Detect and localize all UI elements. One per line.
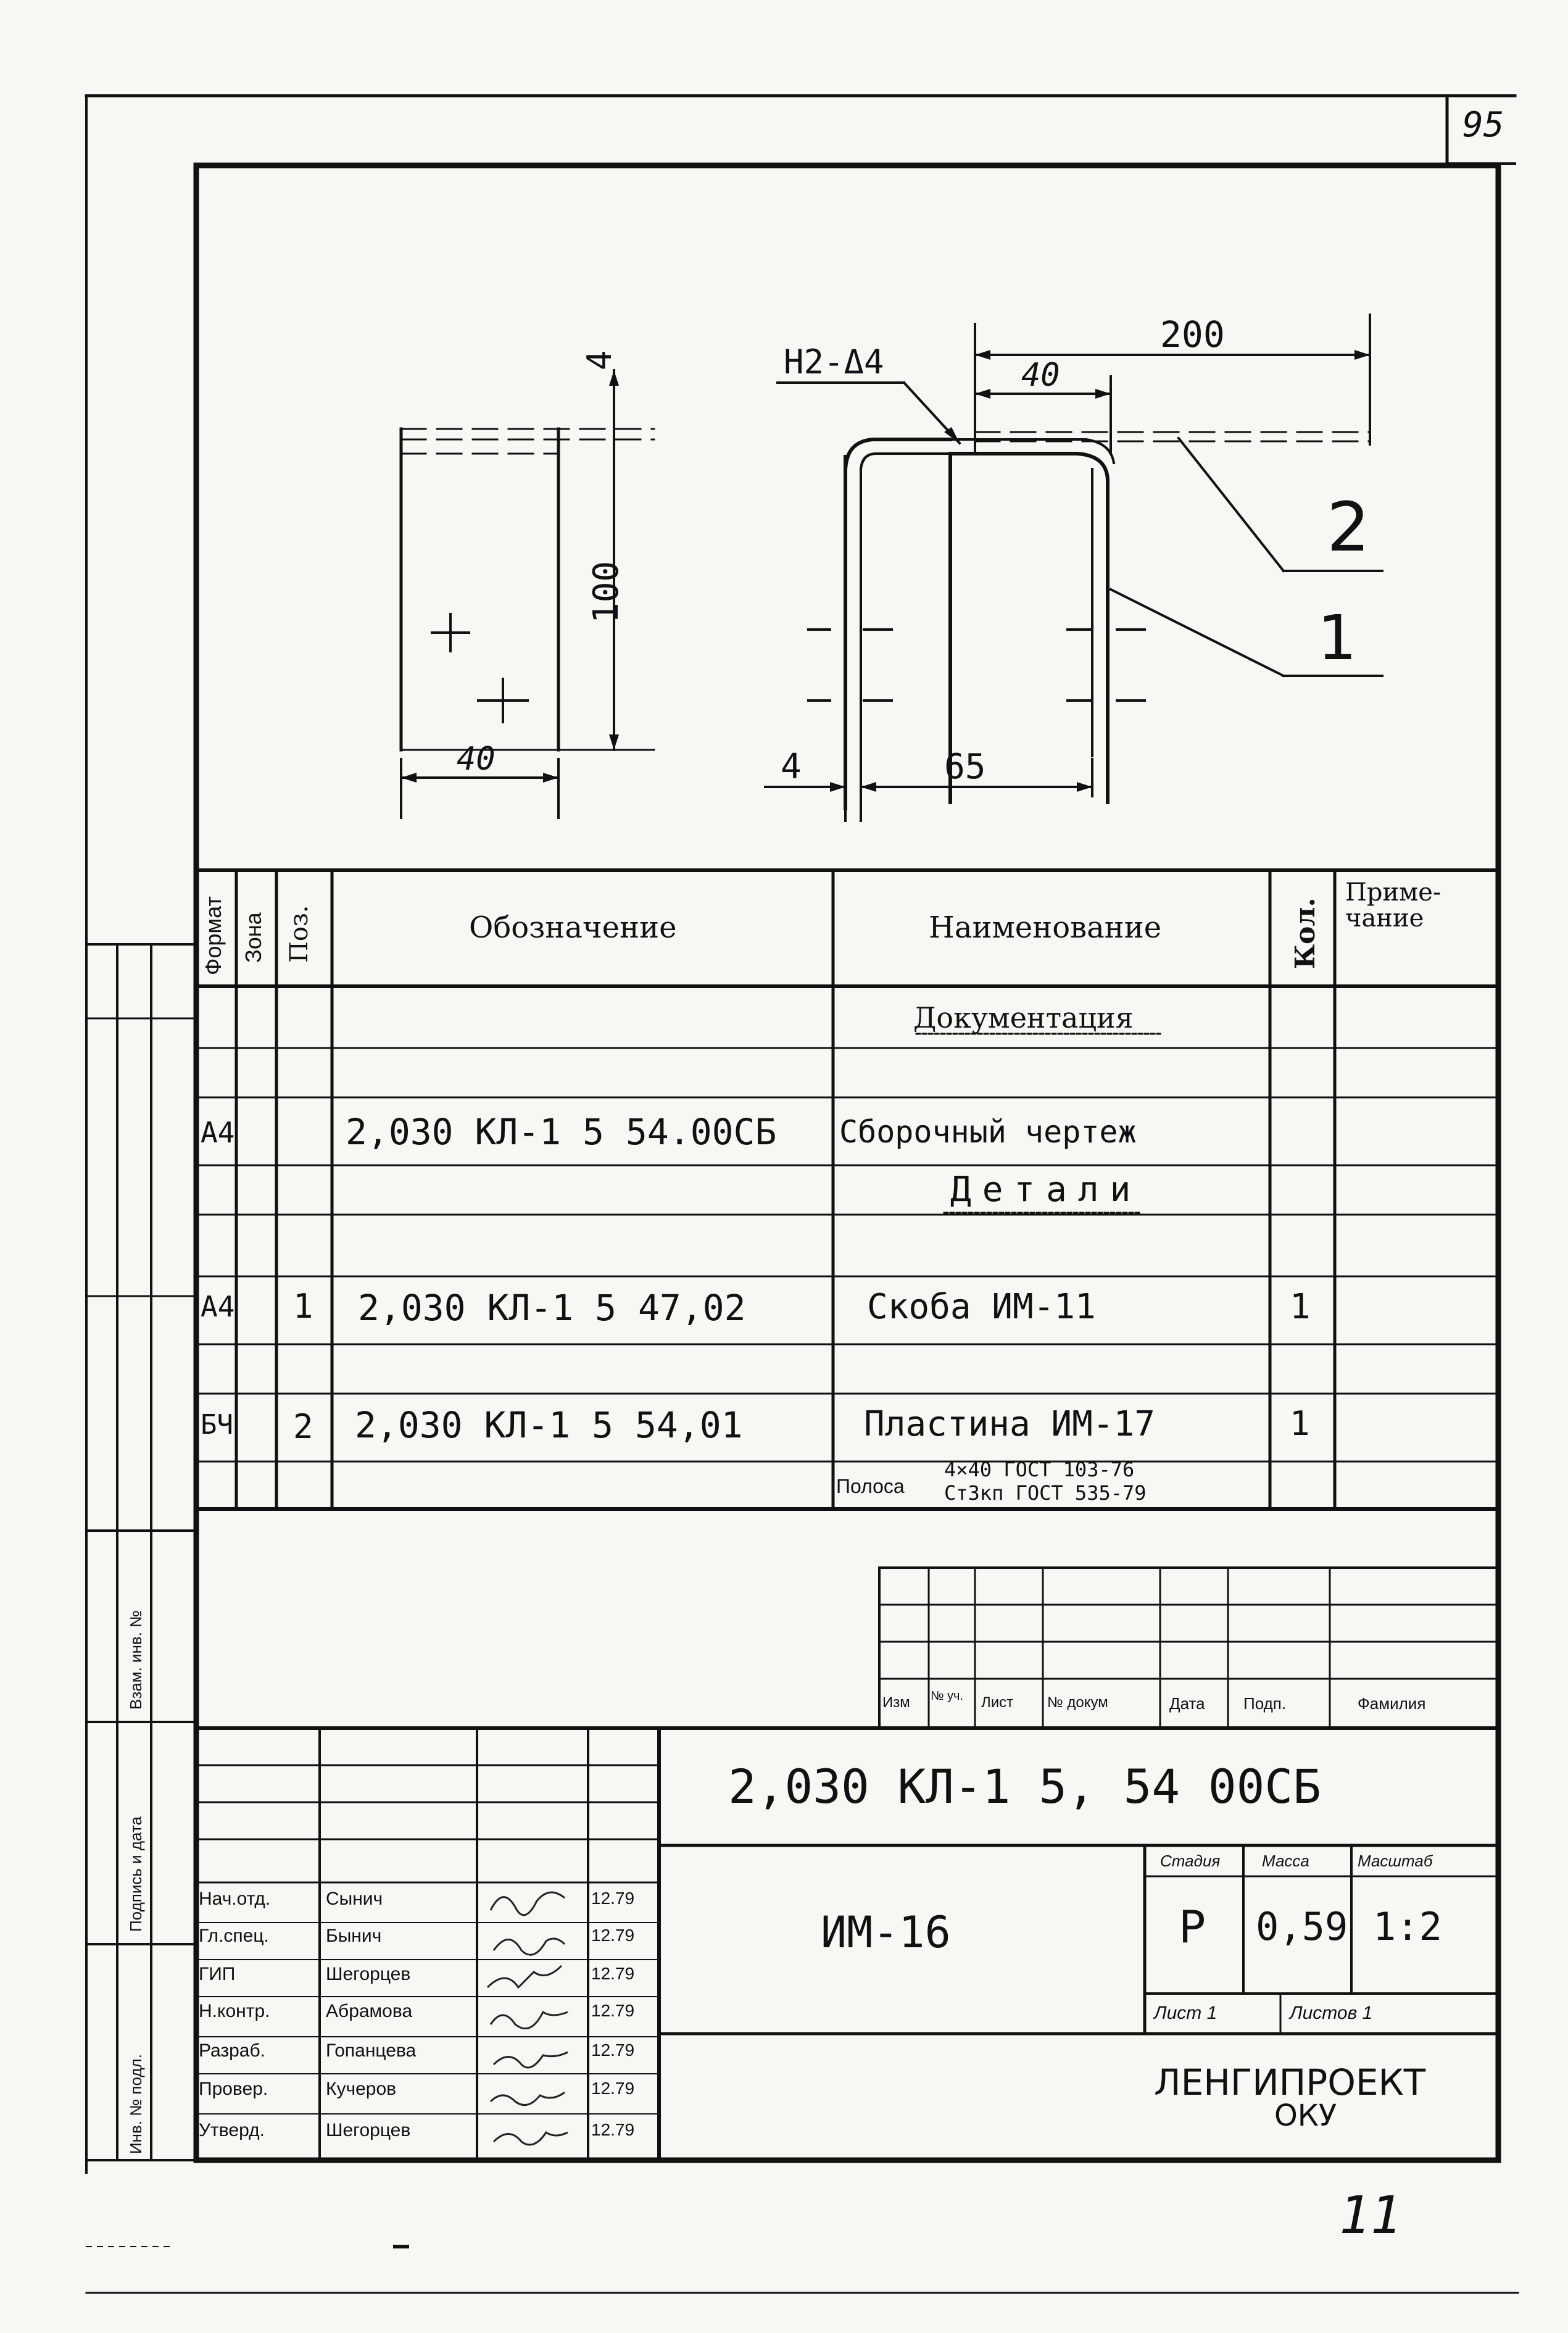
- signature-name: Абрамова: [326, 2001, 413, 2021]
- dim-bottom-thickness: 4: [781, 747, 802, 787]
- dim-top-length: 200: [1160, 314, 1225, 356]
- side-stamp-replace: Взам. инв. №: [127, 1610, 145, 1710]
- sheet-number: Лист 1: [1154, 2003, 1217, 2023]
- plate-side-view: [399, 369, 655, 819]
- scale-value: 1:2: [1373, 1904, 1442, 1949]
- scale-label: Масштаб: [1358, 1852, 1433, 1870]
- callout-1: 1: [1317, 602, 1357, 674]
- organization-name: ЛЕНГИПРОЕКТ: [1154, 2061, 1426, 2103]
- page-number: 95: [1462, 105, 1504, 145]
- dim-left-width: 40: [457, 741, 496, 778]
- bottom-handwritten-mark: 11: [1339, 2185, 1402, 2245]
- spec-row-name: Сборочный чертеж: [839, 1114, 1137, 1150]
- organization-dept: ОКУ: [1274, 2098, 1337, 2133]
- signature-name: Сынич: [326, 1889, 383, 1909]
- signature-name: Гопанцева: [326, 2040, 417, 2061]
- spec-row-name: Пластина ИМ-17: [864, 1404, 1156, 1444]
- side-stamp-inventory: Инв. № подл.: [127, 2054, 145, 2154]
- spec-header-note: Приме-чание: [1345, 878, 1441, 933]
- rev-header-n-uch: № уч.: [931, 1689, 963, 1703]
- signature-role: Утверд.: [199, 2120, 265, 2140]
- spec-row-qty: 1: [1290, 1404, 1310, 1443]
- spec-section-documentation: Документация: [913, 1001, 1134, 1034]
- spec-header-designation: Обозначение: [469, 910, 677, 945]
- spec-row-format: A4: [201, 1116, 235, 1149]
- rev-header-list: Лист: [981, 1694, 1014, 1711]
- spec-header-name: Наименование: [929, 910, 1162, 945]
- signature-role: Нач.отд.: [199, 1889, 271, 1909]
- signature-date: 12.79: [591, 2040, 635, 2060]
- signature-date: 12.79: [591, 1926, 635, 1945]
- signature-name: Шегорцев: [326, 1964, 411, 1984]
- spec-row-designation: 2,030 КЛ-1 5 54.00СБ: [346, 1111, 777, 1153]
- signature-date: 12.79: [591, 2120, 635, 2139]
- spec-row-designation: 2,030 КЛ-1 5 54,01: [355, 1404, 743, 1446]
- signature-name: Шегорцев: [326, 2120, 411, 2140]
- side-stamp-signature: Подпись и дата: [127, 1816, 145, 1932]
- material-label: Полоса: [836, 1475, 905, 1497]
- stage-label: Стадия: [1160, 1852, 1221, 1870]
- dim-bottom-width: 65: [944, 747, 986, 787]
- signature-date: 12.79: [591, 1889, 635, 1908]
- stage-value: Р: [1179, 1901, 1206, 1953]
- spec-row-format: БЧ: [201, 1409, 233, 1441]
- spec-row-name: Скоба ИМ-11: [867, 1287, 1096, 1327]
- signature-name: Кучеров: [326, 2079, 397, 2099]
- spec-row-qty: 1: [1290, 1287, 1311, 1327]
- spec-section-details: Детали: [950, 1170, 1142, 1210]
- spec-row-format: A4: [201, 1290, 235, 1323]
- signature-name: Бынич: [326, 1926, 382, 1946]
- signature-role: Разраб.: [199, 2040, 266, 2061]
- signature-role: ГИП: [199, 1964, 236, 1984]
- signature-role: Н.контр.: [199, 2001, 270, 2021]
- dim-top-partial: 40: [1021, 357, 1060, 394]
- sheet-count: Листов 1: [1290, 2003, 1373, 2023]
- rev-header-familia: Фамилия: [1358, 1694, 1426, 1713]
- material-line-1: 4×40 ГОСТ 103-76: [944, 1458, 1135, 1481]
- mass-label: Масса: [1262, 1852, 1309, 1870]
- spec-row-designation: 2,030 КЛ-1 5 47,02: [358, 1287, 746, 1329]
- spec-row-pos: 2: [293, 1407, 313, 1446]
- rev-header-n-dokum: № докум: [1047, 1694, 1108, 1711]
- rev-header-date: Дата: [1169, 1694, 1205, 1713]
- signature-role: Провер.: [199, 2079, 268, 2099]
- signature-role: Гл.спец.: [199, 1926, 269, 1946]
- bracket-front-view: [764, 314, 1383, 822]
- signature-date: 12.79: [591, 2079, 635, 2098]
- spec-row-pos: 1: [293, 1287, 313, 1326]
- mass-value: 0,59: [1256, 1904, 1348, 1949]
- callout-2: 2: [1327, 488, 1370, 567]
- signature-date: 12.79: [591, 2001, 635, 2020]
- dim-weld: H2-Δ4: [784, 343, 884, 381]
- rev-header-podp: Подп.: [1243, 1694, 1287, 1713]
- material-line-2: Ст3кп ГОСТ 535-79: [944, 1481, 1147, 1505]
- signature-date: 12.79: [591, 1964, 635, 1983]
- rev-header-izm: Изм: [882, 1694, 910, 1711]
- document-code: 2,030 КЛ-1 5, 54 00СБ: [728, 1759, 1321, 1814]
- document-title: ИМ-16: [821, 1907, 951, 1958]
